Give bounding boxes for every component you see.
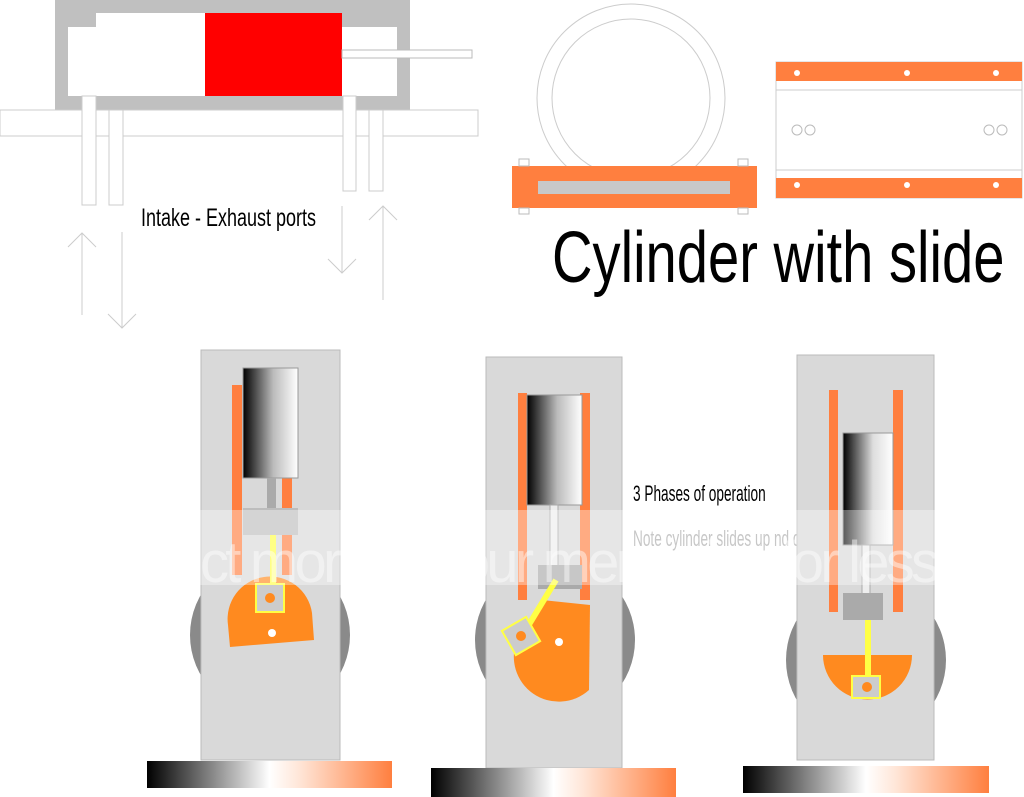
phases-label: 3 Phases of operation bbox=[633, 481, 766, 506]
phase-2-base bbox=[431, 768, 676, 797]
phase-3 bbox=[786, 354, 946, 761]
watermark-band bbox=[0, 510, 1024, 585]
diagram-title: Cylinder with slide bbox=[552, 217, 1004, 297]
ports-label: Intake - Exhaust ports bbox=[141, 203, 316, 232]
piston-rod bbox=[341, 49, 473, 59]
piston bbox=[205, 13, 342, 96]
phase-1-base bbox=[147, 761, 392, 788]
slide-plan-view bbox=[775, 61, 1023, 199]
intake-port bbox=[81, 95, 97, 206]
cylinder-section bbox=[0, 0, 479, 329]
watermark: ct more of your memories for less bbox=[200, 530, 940, 595]
phase-3-base bbox=[743, 766, 989, 793]
phase-1 bbox=[190, 349, 350, 761]
phase-2 bbox=[475, 356, 635, 769]
exhaust-port bbox=[342, 95, 357, 192]
note-label: Note cylinder slides up nd down bbox=[633, 526, 826, 551]
cylinder-end-view bbox=[512, 3, 757, 215]
flow-arrows bbox=[67, 205, 398, 329]
